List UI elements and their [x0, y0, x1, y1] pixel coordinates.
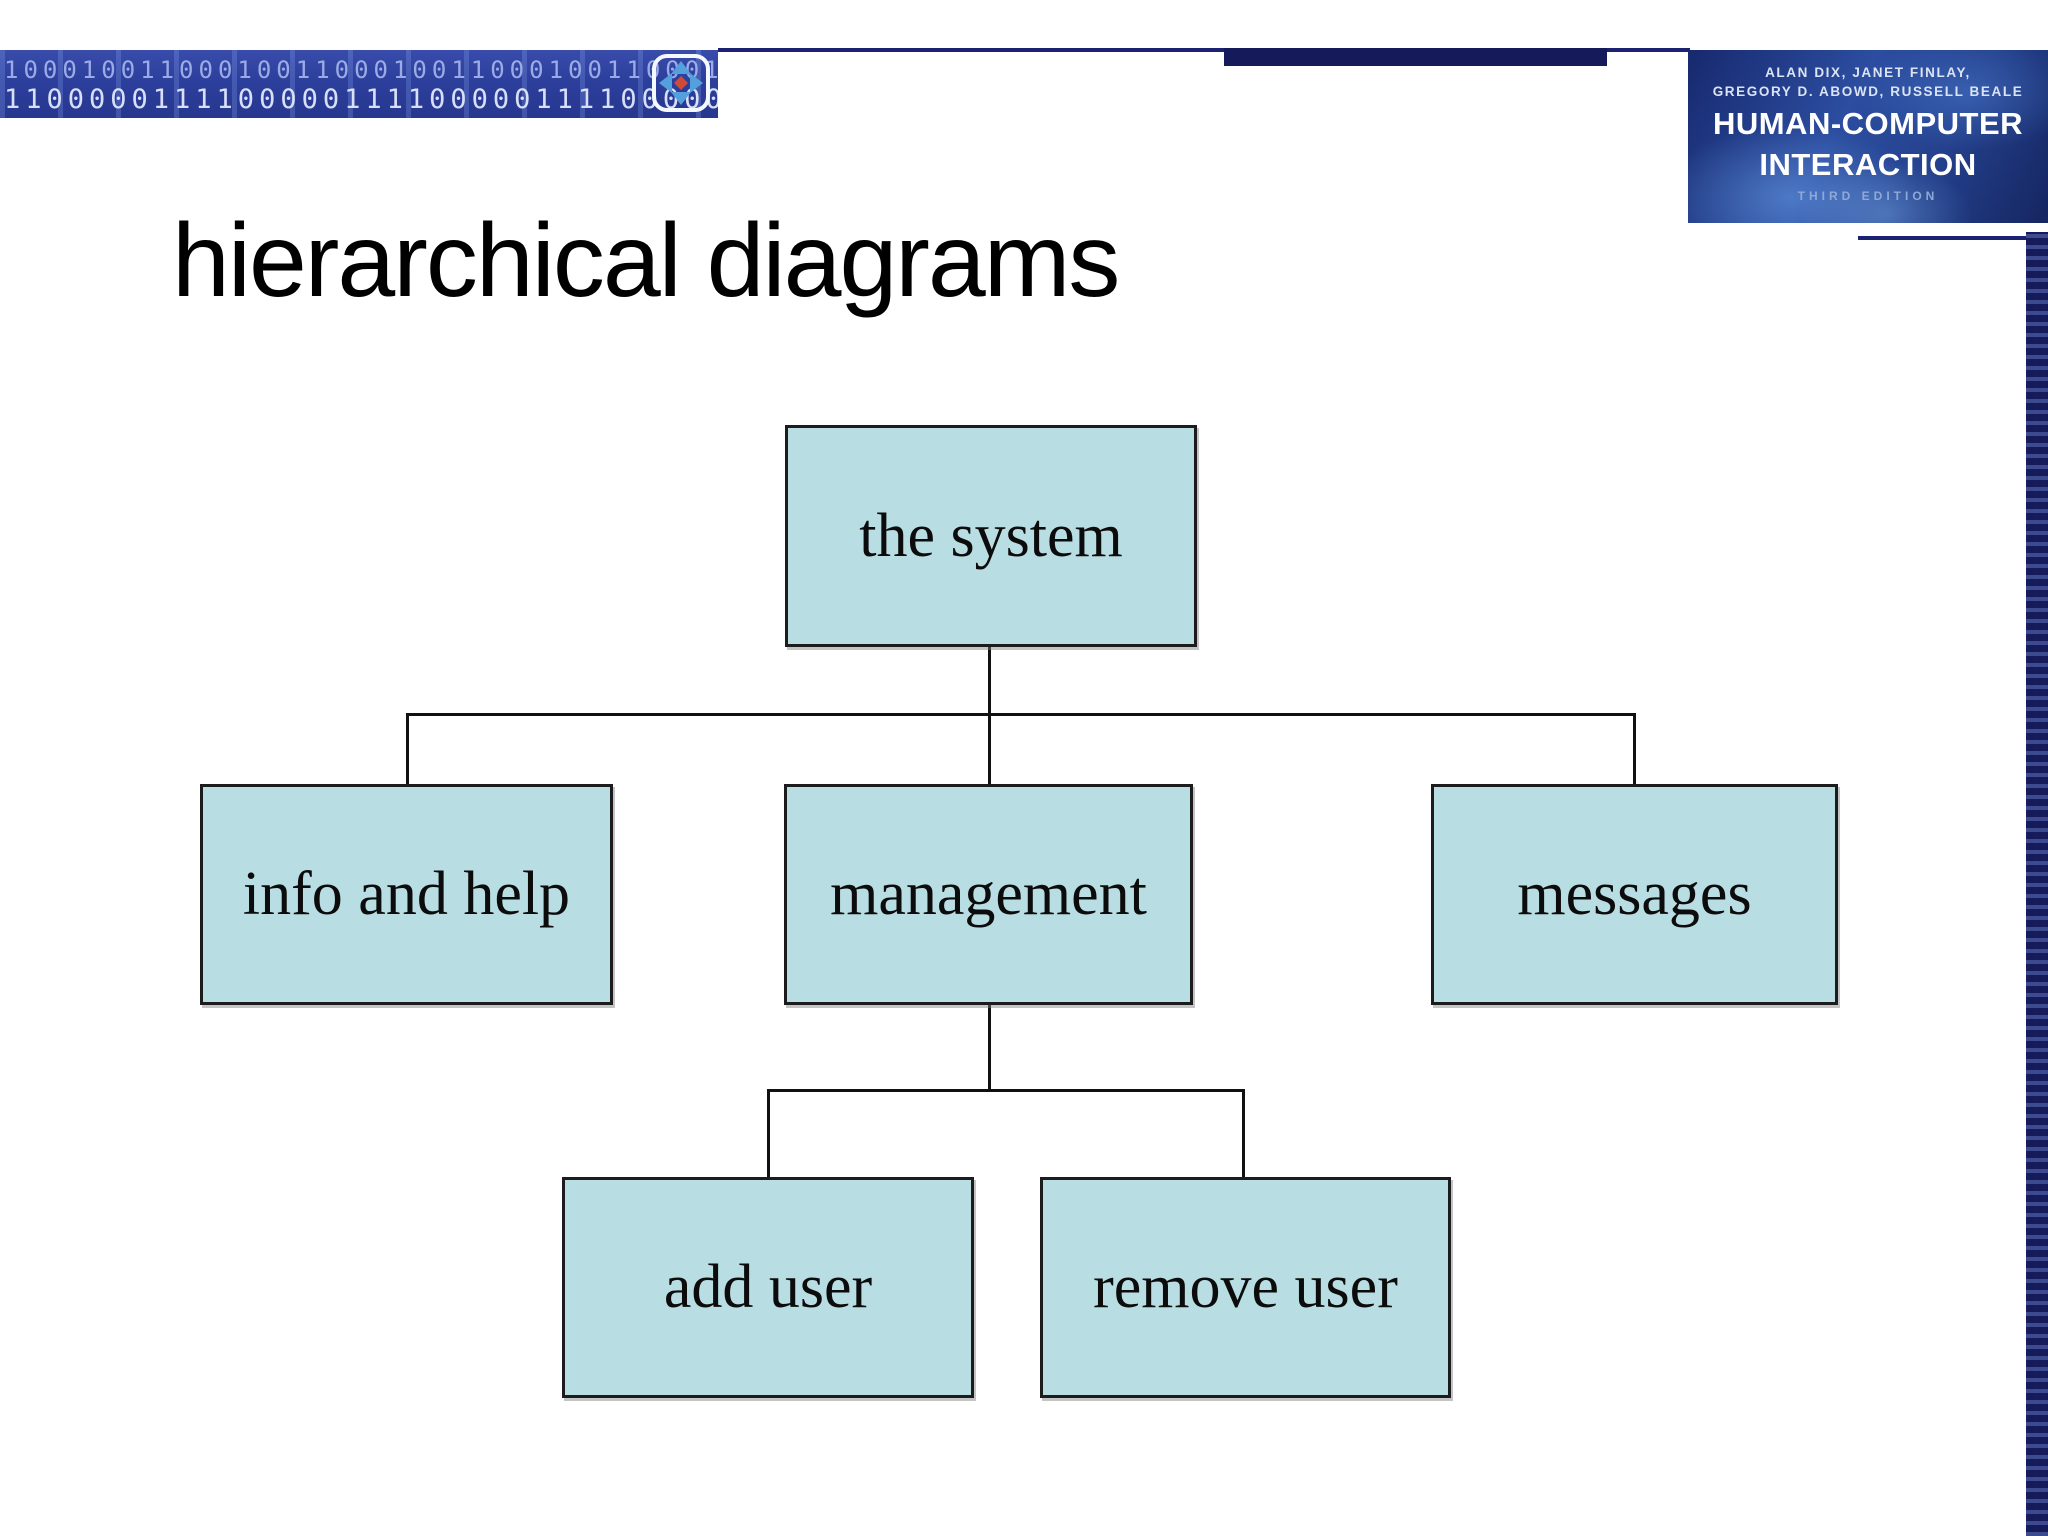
connector-line — [767, 1089, 770, 1179]
connector-line — [988, 647, 991, 715]
node-label: the system — [859, 501, 1123, 570]
connector-line — [767, 1089, 1245, 1092]
book-authors: ALAN DIX, JANET FINLAY, GREGORY D. ABOWD… — [1688, 63, 2048, 101]
binary-banner: 1000100110001001100010011000100110001001… — [0, 50, 718, 118]
connector-line — [988, 1005, 991, 1091]
connector-line — [988, 713, 991, 786]
node-label: messages — [1517, 860, 1752, 928]
book-authors-line: ALAN DIX, JANET FINLAY, — [1765, 65, 1971, 80]
diagram-node-add-user: add user — [562, 1177, 974, 1398]
book-title-line: HUMAN-COMPUTER — [1712, 106, 2024, 141]
node-label: info and help — [242, 860, 571, 928]
connector-line — [406, 713, 1636, 716]
cover-underline — [1858, 236, 2048, 240]
right-edge-strip — [2026, 232, 2048, 1536]
book-edition: THIRD EDITION — [1797, 189, 1939, 203]
node-label: remove user — [1093, 1253, 1398, 1321]
node-label: add user — [663, 1253, 873, 1321]
connector-line — [1242, 1089, 1245, 1179]
diagram-node-messages: messages — [1431, 784, 1838, 1005]
compass-arrows-icon — [650, 52, 712, 114]
diagram-node-the-system: the system — [785, 425, 1197, 647]
connector-line — [406, 713, 409, 786]
diagram-node-management: management — [784, 784, 1193, 1005]
top-rule-line — [718, 48, 1690, 52]
page-title: hierarchical diagrams — [172, 203, 1120, 319]
top-navy-bar — [1224, 48, 1607, 66]
diagram-node-remove-user: remove user — [1040, 1177, 1451, 1398]
book-title-line: INTERACTION — [1759, 147, 1977, 182]
binary-text-row: 1100000111100000111100000111100000111100… — [4, 84, 718, 115]
book-cover: ALAN DIX, JANET FINLAY, GREGORY D. ABOWD… — [1688, 50, 2048, 223]
connector-line — [1633, 713, 1636, 786]
diagram-node-info-and-help: info and help — [200, 784, 613, 1005]
node-label: management — [830, 860, 1147, 928]
book-authors-line: GREGORY D. ABOWD, RUSSELL BEALE — [1712, 84, 2024, 99]
binary-text-row: 1000100110001001100010011000100110001001… — [4, 56, 718, 84]
